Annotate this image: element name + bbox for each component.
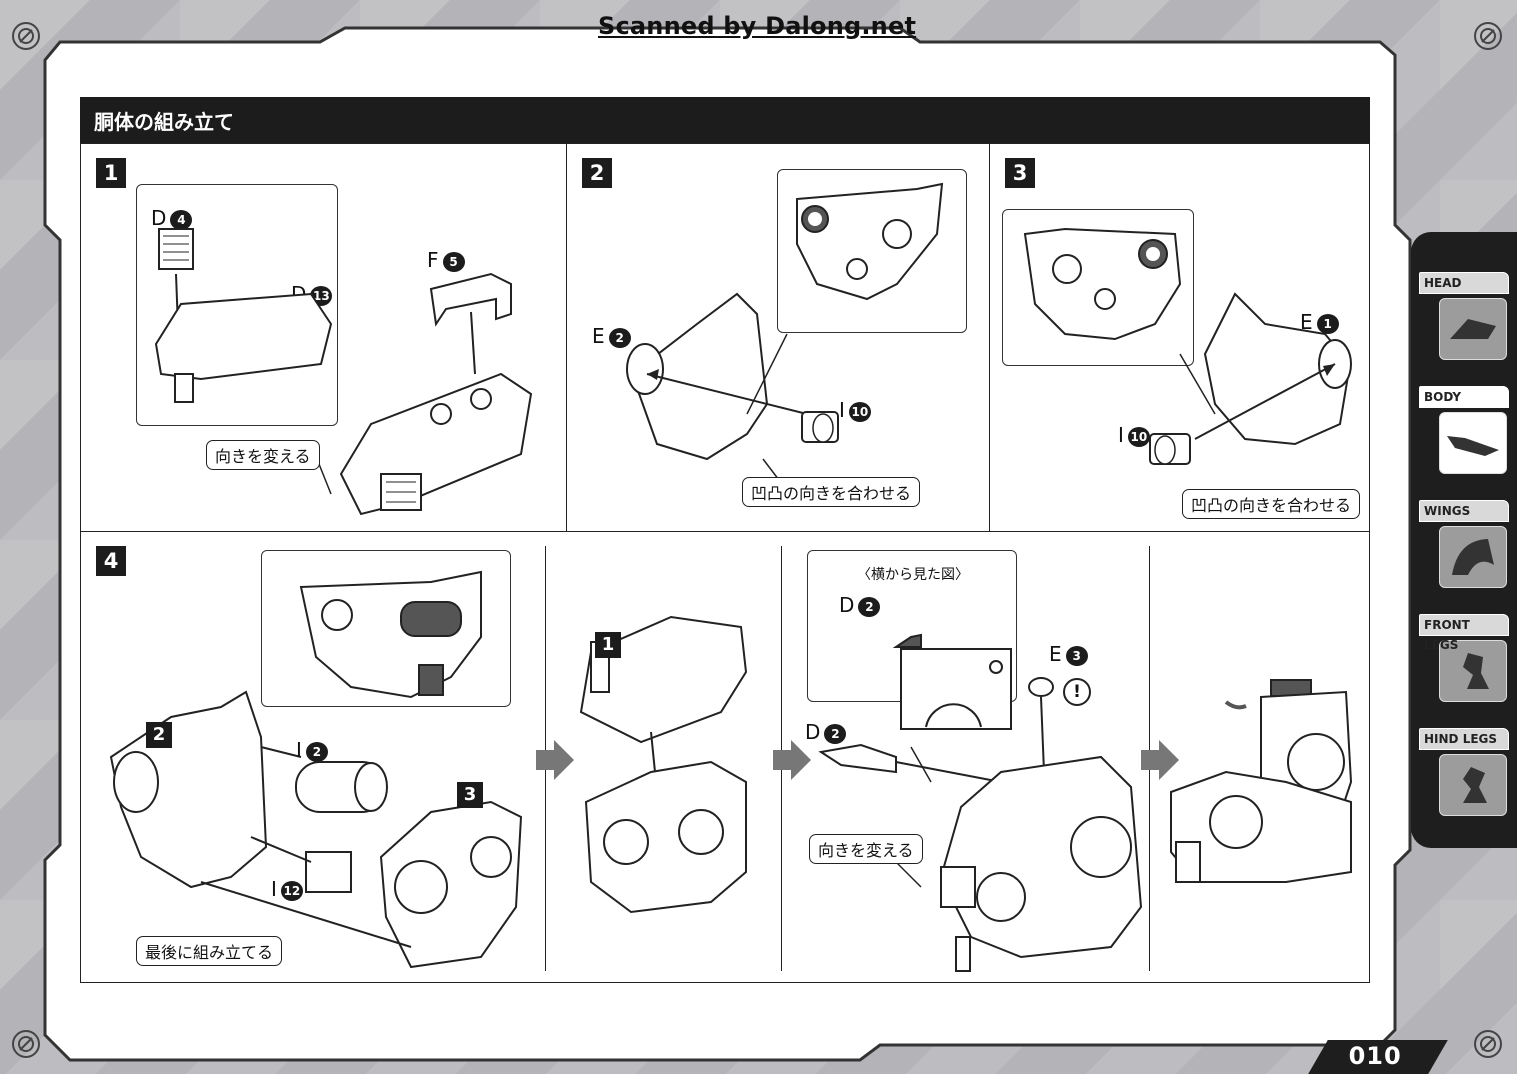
note-assemble-last: 最後に組み立てる xyxy=(136,936,283,966)
page-number: 010 xyxy=(1348,1042,1402,1070)
hind-legs-icon xyxy=(1439,754,1507,816)
tab-label: HIND LEGS xyxy=(1419,728,1509,750)
note-align-notches: 凹凸の向きを合わせる xyxy=(1182,489,1361,519)
page-number-tab: 010 xyxy=(1308,1040,1448,1074)
next-arrow-icon xyxy=(1141,740,1179,780)
sub-assembly-badge: 3 xyxy=(457,782,483,808)
tab-label: WINGS xyxy=(1419,500,1509,522)
gear-icon xyxy=(12,1030,40,1058)
step-1-panel: 1 D4 D13 F5 向きを変える xyxy=(80,143,568,533)
watermark: Scanned by Dalong.net xyxy=(598,12,917,40)
body-icon xyxy=(1439,412,1507,474)
section-tabs: HEAD BODY WINGS FRONT LEGS HIND LEGS xyxy=(1411,232,1517,848)
sub-assembly-badge: 1 xyxy=(595,632,621,658)
sub-assembly-badge: 2 xyxy=(146,722,172,748)
tab-label: BODY xyxy=(1419,386,1509,408)
gear-icon xyxy=(12,22,40,50)
step-number-badge: 2 xyxy=(582,158,612,188)
tab-body[interactable]: BODY xyxy=(1419,386,1509,474)
front-legs-icon xyxy=(1439,640,1507,702)
part-drawing xyxy=(818,633,1143,972)
wings-icon xyxy=(1439,526,1507,588)
part-drawing xyxy=(626,182,944,485)
gear-icon xyxy=(1474,22,1502,50)
tab-label: FRONT LEGS xyxy=(1419,614,1509,652)
tab-label: HEAD xyxy=(1419,272,1509,294)
step-number-badge: 1 xyxy=(96,158,126,188)
gear-icon xyxy=(1474,1030,1502,1058)
tab-front-legs[interactable]: FRONT LEGS xyxy=(1419,614,1509,702)
step-number-badge: 4 xyxy=(96,546,126,576)
step-number-badge: 3 xyxy=(1005,158,1035,188)
head-icon xyxy=(1439,298,1507,360)
part-drawing xyxy=(154,228,533,516)
part-drawing xyxy=(1023,227,1352,465)
note-turn: 向きを変える xyxy=(206,440,320,470)
section-title-bar: 胴体の組み立て xyxy=(80,97,1370,143)
note-turn: 向きを変える xyxy=(809,834,923,864)
next-arrow-icon xyxy=(773,740,811,780)
tab-wings[interactable]: WINGS xyxy=(1419,500,1509,588)
tab-head[interactable]: HEAD xyxy=(1419,272,1509,360)
section-title: 胴体の組み立て xyxy=(94,110,234,134)
part-drawing xyxy=(109,570,523,969)
caution-icon: ! xyxy=(1063,678,1091,706)
part-drawing xyxy=(1170,679,1353,883)
side-view-label: 〈横から見た図〉 xyxy=(857,567,969,583)
next-arrow-icon xyxy=(536,740,574,780)
note-align-notches: 凹凸の向きを合わせる xyxy=(742,477,921,507)
tab-hind-legs[interactable]: HIND LEGS xyxy=(1419,728,1509,816)
